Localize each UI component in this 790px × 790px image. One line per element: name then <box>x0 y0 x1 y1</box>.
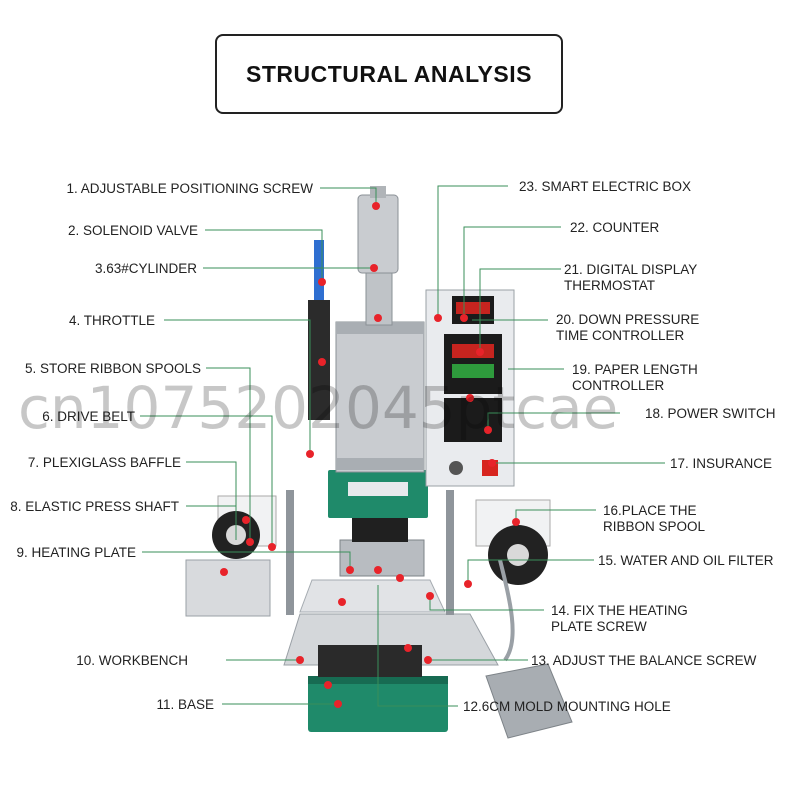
watermark-text: cn1075202045ptcae <box>18 374 618 442</box>
leader-line-5 <box>206 367 251 540</box>
leader-line-9 <box>142 551 351 568</box>
leader-line-21 <box>479 268 561 350</box>
marker-dot-14 <box>426 592 434 600</box>
right-labels: 23. SMART ELECTRIC BOX 22. COUNTER 21. D… <box>463 179 776 714</box>
marker-dot-23 <box>434 314 442 322</box>
label-7: 7. PLEXIGLASS BAFFLE <box>28 455 181 470</box>
label-14: 14. FIX THE HEATING <box>551 603 688 618</box>
label-6: 6. DRIVE BELT <box>42 409 135 424</box>
marker-dot-4 <box>306 450 314 458</box>
leader-line-23 <box>437 185 508 316</box>
label-9: 9. HEATING PLATE <box>16 545 136 560</box>
label-4: 4. THROTTLE <box>69 313 155 328</box>
label-21: 21. DIGITAL DISPLAY <box>564 262 697 277</box>
leader-line-8 <box>186 505 237 520</box>
label-20-line2: TIME CONTROLLER <box>556 328 685 343</box>
marker-dot-4b <box>318 358 326 366</box>
marker-dot-5 <box>246 538 254 546</box>
marker-dot-6 <box>268 543 276 551</box>
leader-line-1 <box>320 187 377 206</box>
marker-dot-8 <box>242 516 250 524</box>
marker-dot-1 <box>372 202 380 210</box>
leader-line-15 <box>467 559 594 582</box>
marker-dot-11 <box>334 700 342 708</box>
leader-line-16 <box>515 509 596 520</box>
label-14-line2: PLATE SCREW <box>551 619 647 634</box>
label-11: 11. BASE <box>156 697 214 712</box>
title-box: STRUCTURAL ANALYSIS <box>215 34 563 114</box>
label-16: 16.PLACE THE <box>603 503 697 518</box>
label-12: 12.6CM MOLD MOUNTING HOLE <box>463 699 671 714</box>
label-15: 15. WATER AND OIL FILTER <box>598 553 774 568</box>
marker-dot-13 <box>424 656 432 664</box>
leader-line-18 <box>487 412 620 430</box>
marker-dot-21 <box>476 348 484 356</box>
machine-illustration <box>185 186 573 739</box>
marker-dots <box>220 202 520 708</box>
marker-dot-16 <box>512 518 520 526</box>
label-22: 22. COUNTER <box>570 220 660 235</box>
marker-dot-10 <box>296 656 304 664</box>
leader-line-2 <box>205 229 323 280</box>
label-23: 23. SMART ELECTRIC BOX <box>519 179 691 194</box>
leader-line-14 <box>429 598 544 611</box>
marker-dot-9d <box>338 598 346 606</box>
label-10: 10. WORKBENCH <box>76 653 188 668</box>
label-18: 18. POWER SWITCH <box>645 406 776 421</box>
marker-dot-2 <box>318 278 326 286</box>
label-17: 17. INSURANCE <box>670 456 772 471</box>
label-8: 8. ELASTIC PRESS SHAFT <box>10 499 179 514</box>
leader-lines <box>140 185 665 707</box>
cylinder <box>335 321 425 473</box>
marker-dot-22 <box>460 314 468 322</box>
label-16-line2: RIBBON SPOOL <box>603 519 706 534</box>
label-20: 20. DOWN PRESSURE <box>556 312 699 327</box>
leader-line-12 <box>377 585 458 707</box>
marker-dot-9 <box>346 566 354 574</box>
label-19: 19. PAPER LENGTH <box>572 362 698 377</box>
marker-dot-15 <box>464 580 472 588</box>
label-21-line2: THERMOSTAT <box>564 278 655 293</box>
leader-line-4 <box>164 319 311 452</box>
label-13: 13. ADJUST THE BALANCE SCREW <box>531 653 757 668</box>
marker-dot-7 <box>220 568 228 576</box>
label-2: 2. SOLENOID VALVE <box>68 223 198 238</box>
left-labels: 1. ADJUSTABLE POSITIONING SCREW 2. SOLEN… <box>10 181 313 712</box>
leader-line-22 <box>463 226 561 316</box>
label-5: 5. STORE RIBBON SPOOLS <box>25 361 201 376</box>
marker-dot-3 <box>370 264 378 272</box>
label-3: 3.63#CYLINDER <box>95 261 197 276</box>
marker-dot-9b <box>374 566 382 574</box>
label-1: 1. ADJUSTABLE POSITIONING SCREW <box>66 181 313 196</box>
marker-dot-10b <box>324 681 332 689</box>
marker-dot-17 <box>488 459 496 467</box>
leader-line-6 <box>140 415 273 545</box>
marker-dot-12 <box>404 644 412 652</box>
marker-dot-9c <box>396 574 404 582</box>
marker-dot-18 <box>484 426 492 434</box>
marker-dot-3b <box>374 314 382 322</box>
page-title: STRUCTURAL ANALYSIS <box>246 60 532 87</box>
label-19-line2: CONTROLLER <box>572 378 665 393</box>
marker-dot-19 <box>466 394 474 402</box>
